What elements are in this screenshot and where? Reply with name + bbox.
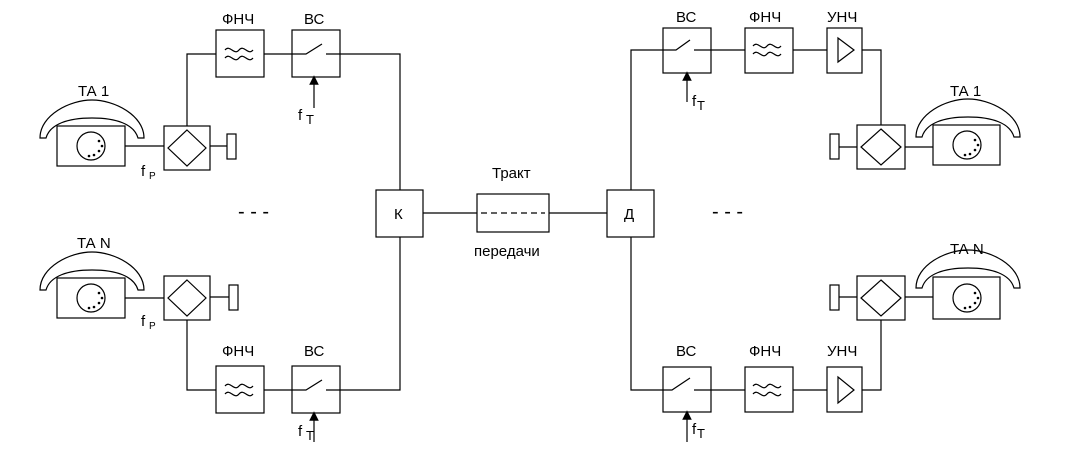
path-label-bottom: передачи	[474, 243, 540, 260]
hybrid-transformer	[856, 124, 906, 170]
phone-label: ТА N	[950, 241, 984, 258]
phone-label: ТА 1	[950, 83, 981, 100]
balance-load	[829, 133, 840, 160]
hybrid-transformer	[856, 275, 906, 321]
lpf-block	[215, 29, 265, 78]
amplifier-label: УНЧ	[827, 343, 857, 360]
balance-load	[228, 284, 239, 311]
phone-icon	[39, 251, 145, 319]
phone-label: ТА N	[77, 235, 111, 252]
f-sub: Р	[149, 171, 156, 182]
right-bottom-channel: ВС f Т ФНЧ УНЧ ТА N	[630, 237, 1021, 442]
f-sub: Т	[306, 112, 314, 127]
switch-label: ВС	[304, 343, 325, 360]
left-bottom-channel: ТА N f Р ФНЧ ВС f Т	[39, 235, 401, 443]
amplifier-label: УНЧ	[827, 9, 857, 26]
f-label: f	[298, 423, 303, 440]
f-sub: Т	[306, 428, 314, 443]
switch-label: ВС	[676, 9, 697, 26]
multiplexer-label: К	[394, 206, 403, 223]
f-sub: Т	[697, 426, 705, 441]
channel-ellipsis: - - -	[712, 201, 743, 223]
path-label-top: Тракт	[492, 165, 531, 182]
hybrid-transformer	[163, 125, 211, 171]
right-top-channel: ВС f Т ФНЧ УНЧ ТА 1	[630, 9, 1021, 190]
f-label: f	[298, 107, 303, 124]
channel-ellipsis: - - -	[238, 201, 269, 223]
amplifier-block	[826, 27, 863, 74]
f-label: f	[692, 93, 697, 110]
lpf-block	[744, 27, 794, 74]
switch-label: ВС	[676, 343, 697, 360]
amplifier-block	[826, 366, 863, 413]
hybrid-transformer	[163, 275, 211, 321]
f-label: f	[141, 313, 146, 330]
lpf-block	[215, 365, 265, 414]
phone-icon	[915, 98, 1021, 166]
f-sub: Р	[149, 321, 156, 332]
balance-load	[829, 284, 840, 311]
phone-icon	[915, 249, 1021, 320]
f-label: f	[141, 163, 146, 180]
lpf-block	[744, 366, 794, 413]
phone-icon	[39, 99, 145, 167]
switch-label: ВС	[304, 11, 325, 28]
lpf-label: ФНЧ	[749, 9, 781, 26]
lpf-label: ФНЧ	[749, 343, 781, 360]
left-top-channel: ТА 1 f Р ФНЧ ВС f Т	[39, 11, 401, 190]
f-label: f	[692, 421, 697, 438]
lpf-label: ФНЧ	[222, 11, 254, 28]
balance-load	[226, 133, 237, 160]
lpf-label: ФНЧ	[222, 343, 254, 360]
f-sub: Т	[697, 98, 705, 113]
demultiplexer-label: Д	[624, 206, 634, 223]
phone-label: ТА 1	[78, 83, 109, 100]
